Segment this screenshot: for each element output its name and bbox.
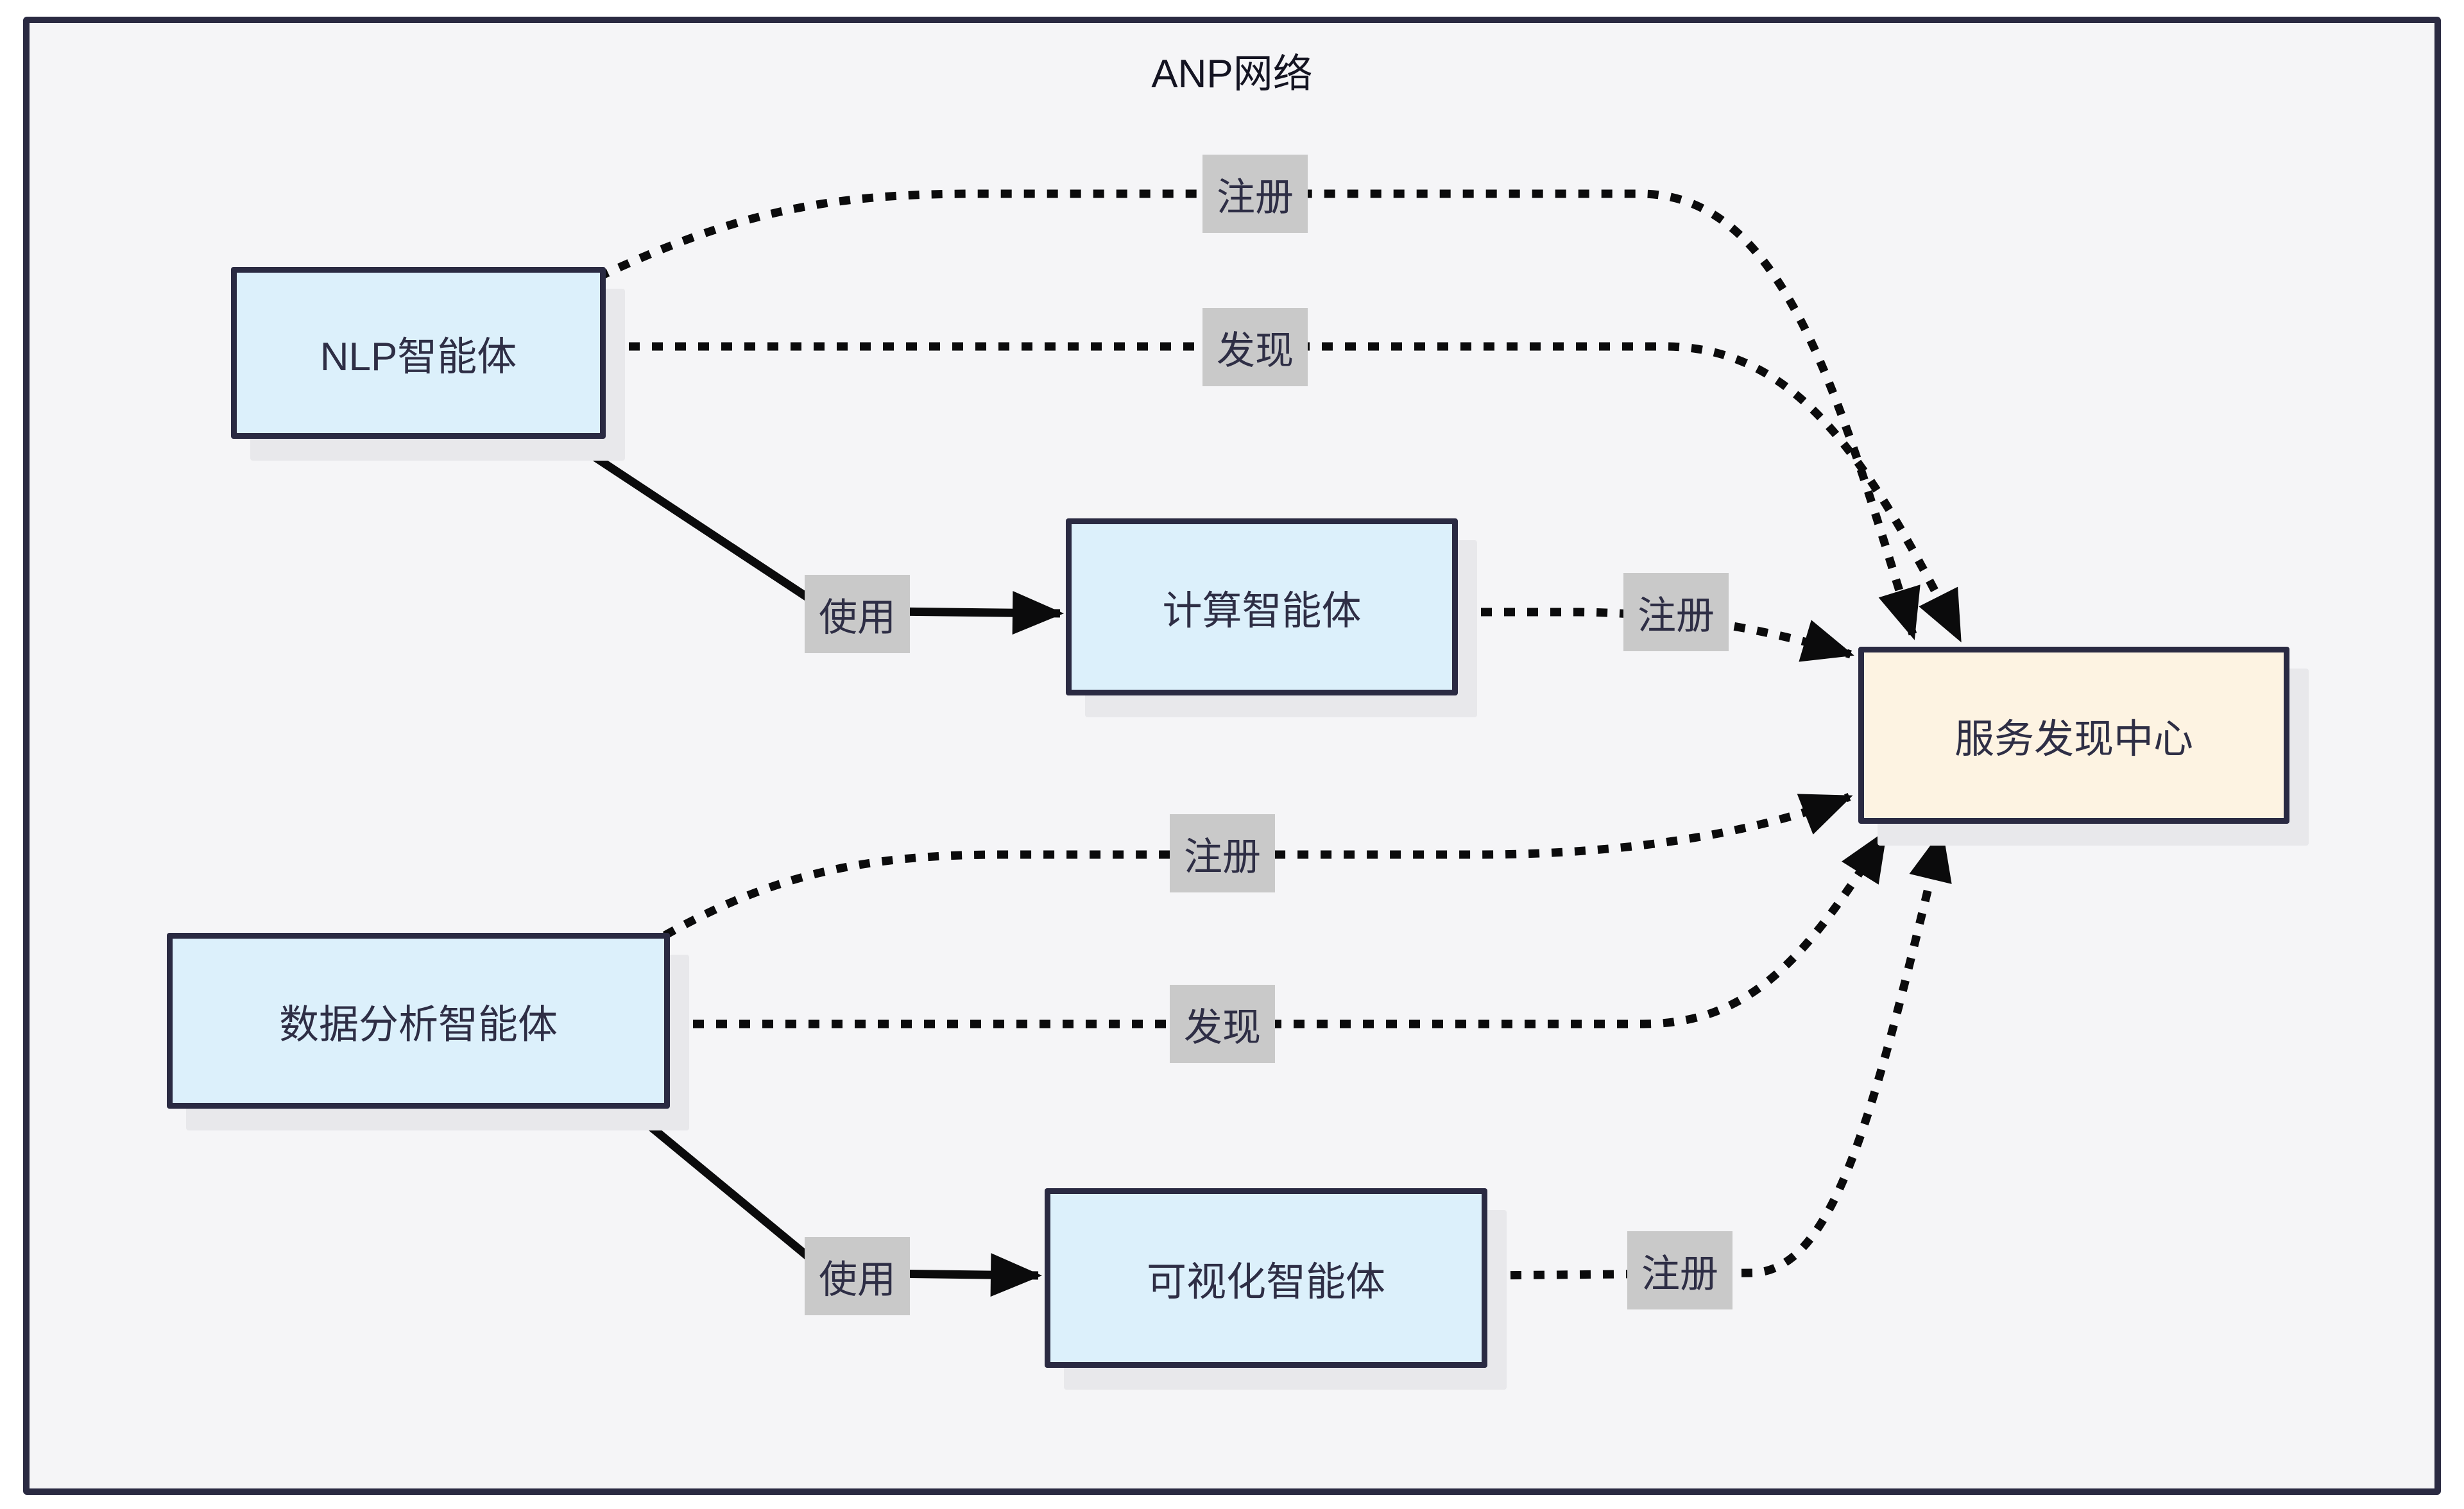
- edge-label-data-use: 使用: [805, 1237, 910, 1315]
- node-compute-agent: 计算智能体: [1066, 518, 1458, 695]
- node-service-discovery-center-label: 服务发现中心: [1954, 717, 2193, 762]
- edge-data-register-line: [662, 792, 1853, 939]
- node-nlp-agent: NLP智能体: [231, 267, 606, 439]
- node-data-analysis-agent: 数据分析智能体: [167, 933, 670, 1109]
- edge-label-data-register: 注册: [1170, 814, 1275, 892]
- edge-label-data-discover: 发现: [1170, 985, 1275, 1063]
- edge-label-nlp-use: 使用: [805, 575, 910, 653]
- edge-nlp-discover-line: [606, 342, 1964, 643]
- edge-nlp-register-line: [596, 189, 1921, 640]
- edge-label-nlp-discover: 发现: [1202, 308, 1308, 386]
- edge-viz-register-line: [1487, 829, 1952, 1280]
- edge-data-discover-line: [670, 829, 1889, 1028]
- node-visualization-agent-label: 可视化智能体: [1146, 1260, 1385, 1304]
- node-service-discovery-center: 服务发现中心: [1858, 647, 2289, 824]
- node-compute-agent-label: 计算智能体: [1162, 589, 1362, 633]
- diagram-title: ANP网络: [1151, 52, 1313, 96]
- node-data-analysis-agent-label: 数据分析智能体: [278, 1003, 558, 1047]
- edge-label-nlp-register: 注册: [1202, 155, 1308, 233]
- edge-label-viz-register: 注册: [1627, 1231, 1733, 1309]
- edge-label-compute-register: 注册: [1623, 573, 1729, 651]
- node-visualization-agent: 可视化智能体: [1045, 1188, 1487, 1368]
- node-nlp-agent-label: NLP智能体: [320, 335, 517, 379]
